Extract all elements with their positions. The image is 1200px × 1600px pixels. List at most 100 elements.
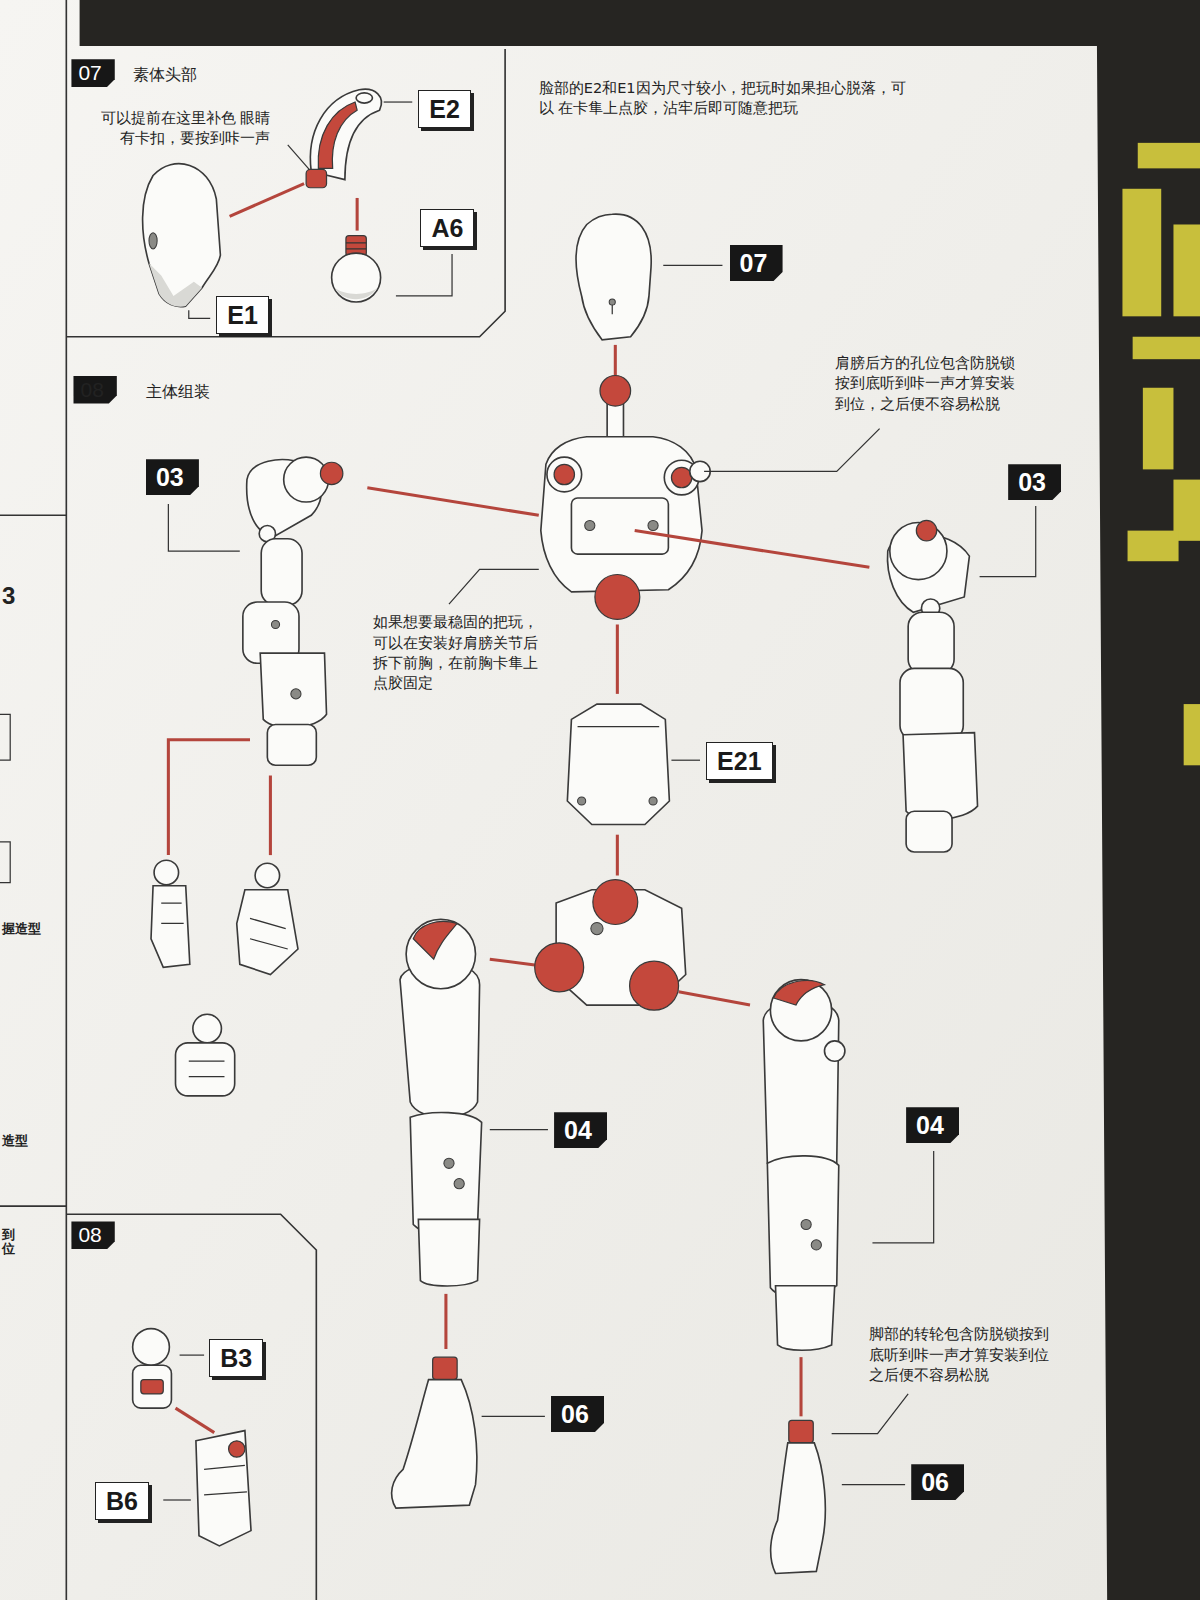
assembly-red-line — [799, 1357, 802, 1416]
leader-line — [842, 1484, 905, 1485]
assembly-note: 肩膀后方的孔位包含防脱锁 按到底听到咔一声才算安装 到位，之后便不容易松脱 — [835, 353, 1018, 414]
arm-part — [260, 653, 326, 728]
arm-part — [906, 811, 952, 852]
hand-part — [189, 1061, 225, 1076]
chest-part — [578, 726, 660, 727]
callout-number: 06 — [551, 1396, 604, 1432]
callout-number: 07 — [730, 245, 783, 281]
part-number-box: E2 — [418, 90, 471, 128]
hand-part — [250, 918, 288, 949]
assembly-red-line — [356, 198, 359, 231]
callout-number: 03 — [146, 459, 199, 495]
foot-part — [789, 1420, 813, 1442]
arm-part — [900, 668, 963, 739]
assembly-note: 脸部的E2和E1因为尺寸较小，把玩时如果担心脱落，可以 在卡隼上点胶，沾牢后即可… — [539, 78, 920, 119]
chest-part — [578, 797, 586, 805]
hand-part — [151, 886, 190, 968]
leader-line — [490, 1129, 548, 1130]
head-neck-part — [346, 243, 366, 249]
torso-part — [585, 520, 595, 530]
assembly-red-line — [616, 835, 619, 876]
panel-border — [0, 842, 10, 883]
photo-background — [1173, 224, 1200, 316]
head-eye-part — [306, 89, 381, 188]
chest-part — [567, 704, 669, 824]
step-number: 08 — [73, 376, 116, 404]
head-eye-part — [310, 89, 381, 179]
paper-sheet — [0, 0, 1107, 1600]
leader-line — [168, 504, 239, 551]
hand-part — [176, 1043, 235, 1096]
pelvis-part — [591, 922, 603, 934]
leg-part — [418, 1219, 479, 1286]
leg-part — [413, 922, 457, 960]
leg-part — [454, 1179, 464, 1189]
leg-part — [763, 980, 845, 1351]
hand-part — [151, 860, 298, 1096]
callout-number-box: 04 — [554, 1112, 607, 1148]
torso-part — [607, 403, 623, 439]
arm-part — [271, 620, 279, 628]
foot-part — [392, 1380, 477, 1509]
leg-part — [406, 919, 475, 988]
assembly-red-line — [616, 624, 619, 693]
panel-border — [0, 1205, 66, 1207]
head-face-part — [143, 164, 221, 307]
assembly-step-panel: 07 素体头部 E2A6E1 — [66, 49, 505, 337]
leader-line — [396, 254, 452, 296]
hand-part — [133, 1329, 170, 1366]
torso-part — [600, 376, 631, 407]
leg-part — [444, 1158, 454, 1168]
leg-part — [811, 1240, 821, 1250]
assembly-red-line — [230, 184, 358, 231]
leader-line — [980, 506, 1036, 576]
leader-line — [449, 569, 539, 604]
callout-number-box: 03 — [1008, 464, 1061, 500]
leader-line — [663, 265, 722, 266]
photo-background — [1184, 704, 1200, 765]
assembly-red-line — [230, 184, 304, 217]
assembly-note: 脚部的转轮包含防脱锁按到 底听到咔一声才算安装到位 之后便不容易松脱 — [869, 1324, 1052, 1385]
chest-part — [567, 704, 669, 824]
torso-part — [541, 376, 710, 620]
assembly-red-line — [679, 992, 750, 1005]
leg-part — [770, 980, 831, 1041]
leader-line — [832, 1394, 909, 1434]
hand-part — [154, 860, 178, 884]
arm-part — [320, 462, 342, 484]
hand-part — [229, 1441, 245, 1457]
hand-part — [141, 1380, 163, 1394]
part-number: E2 — [419, 91, 470, 127]
head-neck-part — [335, 288, 378, 299]
hand-part — [133, 1365, 172, 1408]
part-number: A6 — [421, 210, 473, 246]
torso-part — [648, 520, 658, 530]
hand-part — [237, 890, 298, 975]
part-number-box: B3 — [209, 1339, 263, 1377]
leg-part — [773, 980, 824, 1005]
hand-part — [176, 1408, 215, 1432]
step-title: 素体头部 — [133, 65, 197, 85]
leader-line — [288, 145, 309, 169]
head-assembly — [609, 299, 615, 305]
pelvis-part — [593, 880, 638, 925]
leg-part — [776, 1286, 835, 1351]
assembly-red-line — [614, 345, 617, 376]
part-number: E21 — [707, 743, 772, 779]
leader-line — [163, 1499, 191, 1500]
callout-number-box: 06 — [551, 1396, 604, 1432]
assembly-red-line — [367, 488, 538, 516]
photo-background — [1128, 531, 1179, 562]
part-number-box: E1 — [216, 296, 269, 334]
part-number: B3 — [210, 1340, 262, 1376]
arm-part — [916, 520, 936, 540]
arm-part — [267, 724, 316, 765]
assembly-note: 可以提前在这里补色 眼睛有卡扣，要按到咔一声 — [88, 108, 271, 149]
panel-border — [66, 0, 68, 1600]
arm-part — [908, 612, 954, 673]
step-number: 07 — [71, 59, 114, 87]
assembly-red-line — [444, 1294, 447, 1349]
head-neck-part — [332, 253, 381, 302]
